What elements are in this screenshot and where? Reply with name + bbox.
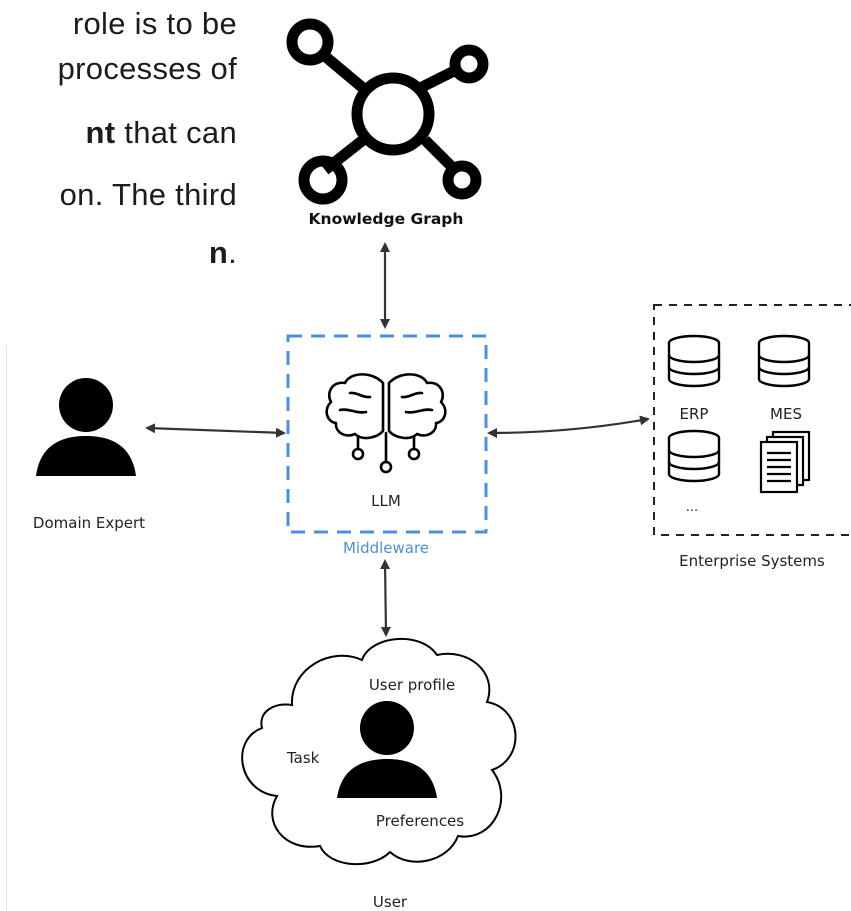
paragraph-bold-fragment: nt: [85, 115, 116, 150]
database-icon: [667, 429, 721, 483]
paragraph-line-4: on. The third: [59, 177, 237, 212]
middleware-box: [286, 334, 488, 534]
paragraph-line-3: nt that can: [86, 115, 237, 151]
user-profile-label: User profile: [368, 676, 456, 694]
ellipsis-label: ...: [685, 500, 699, 515]
database-icon: [757, 334, 811, 388]
preferences-label: Preferences: [375, 812, 465, 830]
task-label: Task: [287, 749, 320, 767]
person-icon: [337, 701, 437, 798]
paragraph-text: .: [228, 235, 237, 270]
paragraph-line-5: n.: [209, 235, 237, 271]
arrow-middleware-enterprise: [487, 415, 650, 438]
database-icon: [667, 334, 721, 388]
knowledge-graph-label: Knowledge Graph: [308, 210, 464, 228]
paragraph-bold-fragment: n: [208, 235, 229, 270]
paragraph-line-2: processes of: [57, 51, 237, 86]
enterprise-box: [653, 304, 851, 536]
paragraph-line-1: role is to be: [72, 6, 237, 41]
documents-icon: [759, 430, 811, 494]
person-icon: [36, 378, 136, 476]
arrow-middleware-user: [380, 559, 391, 637]
llm-label: LLM: [371, 492, 401, 510]
left-divider: [6, 345, 7, 911]
mes-label: MES: [770, 405, 802, 423]
domain-expert-label: Domain Expert: [32, 514, 146, 532]
brain-icon: [325, 373, 447, 474]
paragraph-text: that can: [115, 115, 237, 150]
enterprise-systems-label: Enterprise Systems: [679, 552, 825, 570]
erp-label: ERP: [679, 405, 709, 423]
user-label: User: [372, 893, 408, 911]
arrow-expert-middleware: [145, 423, 286, 438]
middleware-label: Middleware: [342, 539, 430, 557]
knowledge-graph-icon: [286, 18, 489, 205]
